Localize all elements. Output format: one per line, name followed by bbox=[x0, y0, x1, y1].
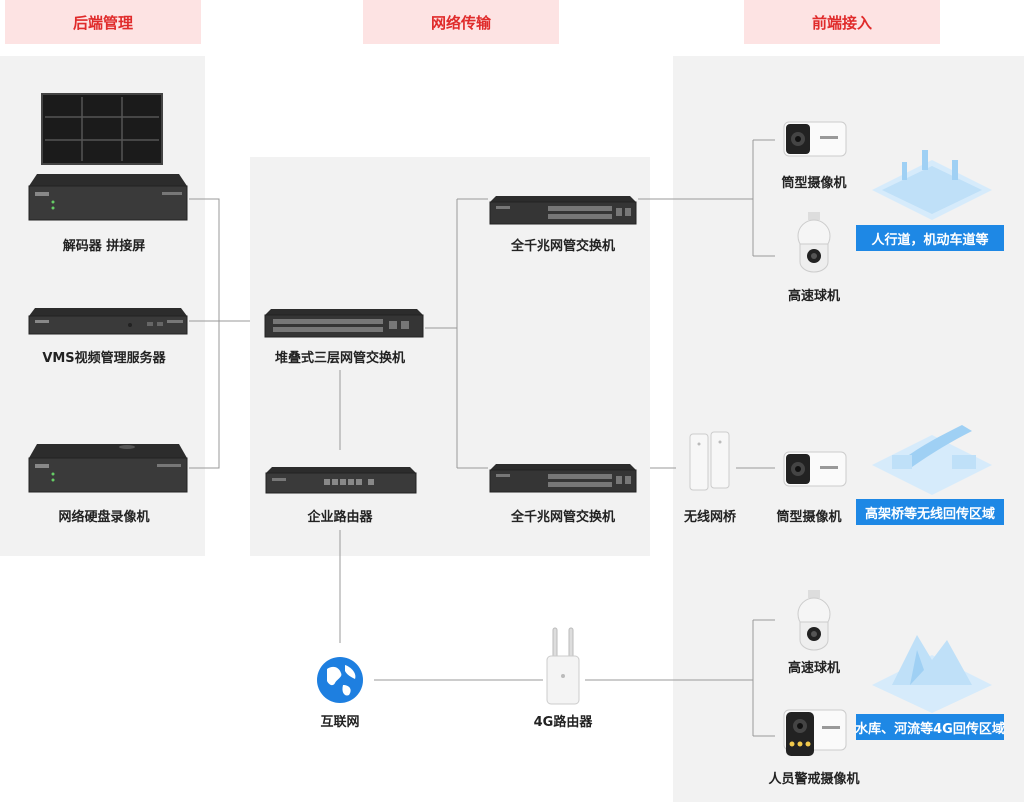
road-scene-illustration bbox=[872, 150, 992, 220]
decoder-label: 解码器 拼接屏 bbox=[62, 239, 146, 254]
header-network: 网络传输 bbox=[363, 0, 559, 44]
dome-cam-2-label: 高速球机 bbox=[787, 661, 841, 676]
video-wall-icon bbox=[41, 93, 163, 165]
water-badge: 水库、河流等4G回传区域 bbox=[855, 714, 1005, 740]
router-4g-icon bbox=[546, 627, 580, 705]
alarm-cam-label: 人员警戒摄像机 bbox=[768, 772, 860, 787]
vms-label: VMS视频管理服务器 bbox=[42, 351, 166, 366]
router-4g-label: 4G路由器 bbox=[533, 715, 593, 730]
bullet-cam-1-label: 筒型摄像机 bbox=[781, 176, 847, 191]
road-badge: 人行道，机动车道等 bbox=[856, 225, 1004, 251]
header-frontend: 前端接入 bbox=[744, 0, 940, 44]
decoder-icon bbox=[28, 174, 188, 221]
stack-switch-icon bbox=[264, 309, 424, 338]
globe-icon bbox=[317, 657, 363, 703]
enterprise-router-icon bbox=[265, 467, 417, 494]
water-scene-illustration bbox=[872, 635, 992, 713]
enterprise-router-label: 企业路由器 bbox=[307, 510, 373, 525]
dome-camera-icon bbox=[797, 590, 831, 651]
internet-label: 互联网 bbox=[320, 715, 360, 730]
header-backend: 后端管理 bbox=[5, 0, 201, 44]
vms-server-icon bbox=[28, 308, 188, 335]
nvr-icon bbox=[28, 444, 188, 493]
wireless-bridge-label: 无线网桥 bbox=[683, 510, 737, 525]
bridge-badge: 高架桥等无线回传区域 bbox=[856, 499, 1004, 525]
gig-switch-top-icon bbox=[489, 196, 637, 225]
gig-switch-bottom-label: 全千兆网管交换机 bbox=[510, 510, 616, 525]
stack-switch-label: 堆叠式三层网管交换机 bbox=[274, 351, 406, 366]
gig-switch-top-label: 全千兆网管交换机 bbox=[510, 239, 616, 254]
alarm-camera-icon bbox=[783, 709, 847, 756]
dome-camera-icon bbox=[797, 212, 831, 273]
dome-cam-1-label: 高速球机 bbox=[787, 289, 841, 304]
wireless-bridge-icon bbox=[689, 431, 730, 491]
gig-switch-bottom-icon bbox=[489, 464, 637, 493]
bullet-camera-icon bbox=[783, 121, 847, 157]
bullet-camera-icon bbox=[783, 451, 847, 487]
nvr-label: 网络硬盘录像机 bbox=[58, 510, 150, 525]
bridge-scene-illustration bbox=[872, 425, 992, 495]
bullet-cam-2-label: 筒型摄像机 bbox=[776, 510, 842, 525]
